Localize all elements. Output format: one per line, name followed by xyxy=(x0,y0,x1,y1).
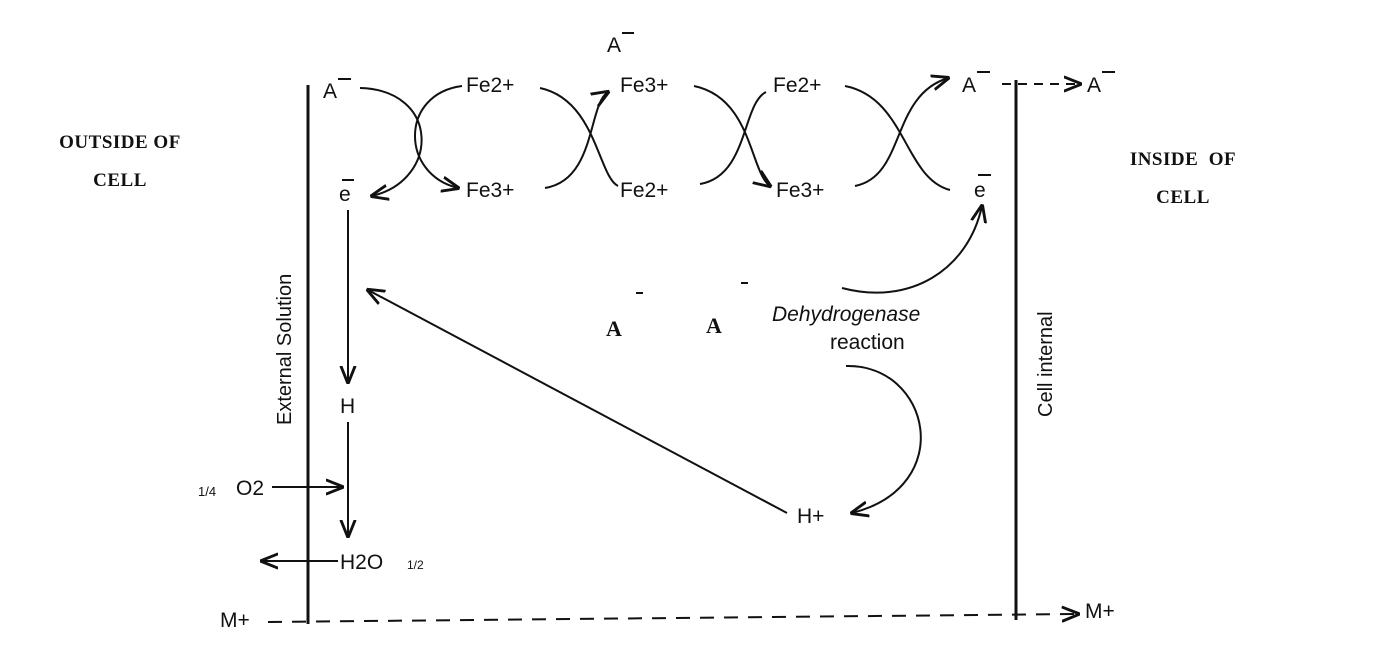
water-coefficient: 1/2 xyxy=(407,558,424,572)
inside-of-cell-label: INSIDE OF CELL xyxy=(1129,149,1237,208)
electron-left-label: e xyxy=(339,183,351,206)
oxygen-coefficient: 1/4 xyxy=(198,484,216,499)
cation-left-label: M+ xyxy=(220,609,250,632)
fe-bottom-2-label: Fe2+ xyxy=(620,179,668,202)
redox-arc-2a xyxy=(539,87,619,187)
redox-arc-4b xyxy=(854,78,948,187)
proton-to-membrane-arrow xyxy=(368,290,788,514)
water-label: H2O xyxy=(340,551,383,574)
fe-bottom-1-label: Fe3+ xyxy=(466,179,514,202)
redox-arc-3a xyxy=(693,85,770,186)
redox-arc-3b xyxy=(699,91,767,185)
reaction-label: reaction xyxy=(830,331,905,354)
redox-arc-4a xyxy=(844,85,951,191)
anion-left-label: A xyxy=(323,80,337,103)
hydrogen-label: H xyxy=(340,395,355,418)
anion-mid-2-label: A xyxy=(706,313,722,338)
fe-bottom-3-label: Fe3+ xyxy=(776,179,824,202)
redox-arc-1b xyxy=(414,85,463,188)
cation-import-arrow xyxy=(267,614,1078,623)
external-solution-label: External Solution xyxy=(274,274,296,425)
anion-top-label: A xyxy=(607,34,621,57)
anion-right-label: A xyxy=(962,74,976,97)
outside-of-cell-label: OUTSIDE OF CELL xyxy=(59,132,181,191)
oxygen-label: O2 xyxy=(236,477,264,500)
cation-right-label: M+ xyxy=(1085,600,1115,623)
reaction-to-proton-arrow xyxy=(845,364,922,513)
fe-top-1-label: Fe2+ xyxy=(466,74,514,97)
cell-internal-label: Cell internal xyxy=(1035,311,1057,417)
redox-arc-2b xyxy=(544,92,608,189)
anion-far-right-label: A xyxy=(1087,74,1101,97)
redox-arc-1a xyxy=(359,87,423,196)
proton-label: H+ xyxy=(797,505,824,528)
electron-right-label: e xyxy=(974,179,986,202)
dehydrogenase-label: Dehydrogenase xyxy=(772,303,920,326)
fe-top-2-label: Fe3+ xyxy=(620,74,668,97)
fe-top-3-label: Fe2+ xyxy=(773,74,821,97)
dehydrogenase-to-electron-arrow xyxy=(841,206,982,294)
anion-mid-1-label: A xyxy=(606,316,622,341)
